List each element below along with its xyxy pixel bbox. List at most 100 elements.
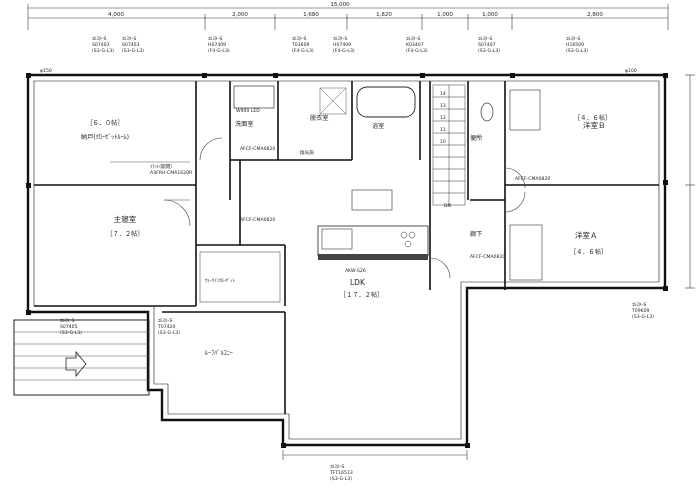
room-label-washroom: 洗面室 [235, 120, 254, 128]
svg-text:ｴﾙｽﾀｰS: ｴﾙｽﾀｰS [566, 36, 580, 42]
svg-text:(F4-G-L3): (F4-G-L3) [292, 48, 314, 54]
window-callout-w8: ｴﾙｽﾀｰS H16509 (S3-G-L3) [566, 36, 588, 54]
column-markers [26, 73, 668, 448]
dimension-seg-2: 2,000 [232, 12, 248, 18]
svg-text:(F4-G-L3): (F4-G-L3) [333, 48, 355, 54]
window-callout-w2: ｴﾙｽﾀｰS S07403 (S3-G-L3) [122, 36, 144, 54]
kitchen-sink [321, 228, 353, 250]
svg-text:S07403: S07403 [92, 42, 110, 48]
svg-text:H07409: H07409 [333, 42, 351, 48]
closet-a [509, 224, 543, 281]
door-label-1: AFCF-CMA0820 [240, 146, 275, 152]
bathtub [356, 86, 416, 118]
bottom-dimensions [282, 450, 468, 460]
window-callout-w7: ｴﾙｽﾀｰS S07407 (S3-G-L3) [478, 36, 500, 54]
top-dimensions [27, 4, 669, 30]
closet-b [509, 89, 541, 131]
svg-text:(F4-G-L3): (F4-G-L3) [208, 48, 230, 54]
room-label-master-bedroom: 主寝室 [114, 214, 137, 224]
door-swing-master [163, 199, 191, 227]
svg-text:(S3-G-L3): (S3-G-L3) [330, 476, 352, 482]
svg-text:ｴﾙｽﾀｰS: ｴﾙｽﾀｰS [158, 318, 172, 324]
walk-in-closet-area [199, 251, 281, 303]
cooktop-icon [400, 231, 416, 248]
svg-text:T09609: T09609 [631, 308, 649, 314]
svg-text:ｴﾙｽﾀｰS: ｴﾙｽﾀｰS [92, 36, 106, 42]
door-label-5: ﾌﾗｯﾄ(開閉) [150, 164, 172, 170]
svg-text:(F4-G-L3): (F4-G-L3) [406, 48, 428, 54]
duct-diameter-1: φ150 [40, 68, 52, 74]
dimension-seg-4: 1,820 [376, 12, 392, 18]
stair-step-13: 13 [440, 103, 446, 109]
svg-text:S07403: S07403 [122, 42, 140, 48]
toilet-fixture [480, 102, 494, 122]
room-label-western-a: 洋室Ａ [575, 230, 598, 240]
room-label-hallway: 廊下 [470, 230, 482, 238]
svg-text:ｴﾙｽﾀｰS: ｴﾙｽﾀｰS [333, 36, 347, 42]
svg-text:(S3-G-L3): (S3-G-L3) [60, 330, 82, 336]
window-callout-w1: ｴﾙｽﾀｰS S07403 (S3-G-L3) [92, 36, 114, 54]
window-callout-w6: ｴﾙｽﾀｰS K03407 (F4-G-L3) [406, 36, 428, 54]
door-label-4: AFCF-CMA0820 [515, 176, 550, 182]
window-callout-w5: ｴﾙｽﾀｰS H07409 (F4-G-L3) [333, 36, 355, 54]
right-dimensions [685, 74, 695, 289]
room-label-walk-in-closet: ｳｫｰｸｲﾝｸﾛｰｾﾞｯﾄ [205, 277, 235, 284]
svg-text:(S3-G-L3): (S3-G-L3) [158, 330, 180, 336]
window-callout-w11: ｴﾙｽﾀｰS T09609 (S3-G-L3) [631, 302, 654, 320]
room-label-roof-balcony: ﾙｰﾌﾊﾞﾙｺﾆｰ [205, 350, 233, 357]
room-label-storage: 納戸(ｸﾛｰｾﾞｯﾄﾙｰﾑ) [81, 133, 129, 141]
svg-text:TFT16513: TFT16513 [329, 470, 353, 476]
door-swings [199, 137, 526, 279]
room-size-ldk: ［１７．２帖］ [340, 291, 383, 299]
room-size-western-b: ［４．６帖］ [574, 114, 611, 122]
room-size-bedroom-top: ［６．０帖］ [86, 119, 123, 127]
stair-step-10: 10 [440, 139, 446, 145]
total-dimension: 15,000 [330, 2, 350, 8]
svg-text:(S3-G-L3): (S3-G-L3) [632, 314, 654, 320]
arrow-right-icon [65, 350, 87, 378]
window-callout-w10: ｴﾙｽﾀｰS T07420 (S3-G-L3) [157, 318, 180, 336]
room-label-toilet: 便所 [470, 134, 482, 142]
stair-step-12: 12 [440, 115, 446, 121]
svg-text:ｴﾙｽﾀｰS: ｴﾙｽﾀｰS [478, 36, 492, 42]
stair-dn-label: DN [444, 203, 451, 209]
door-label-6: A3FRH-CMA1620R [150, 170, 193, 176]
kitchen-model: AKW-S26 [345, 268, 366, 274]
window-callout-w9: ｴﾙｽﾀｰS S07405 (S3-G-L3) [60, 318, 82, 336]
window-callout-w12: ｴﾙｽﾀｰS TFT16513 (S3-G-L3) [329, 464, 353, 482]
dimension-seg-7: 2,800 [587, 12, 603, 18]
room-label-bath: 浴室 [372, 122, 384, 130]
stair-step-11: 11 [440, 127, 446, 133]
range-hood [351, 189, 393, 211]
svg-text:(S3-G-L3): (S3-G-L3) [122, 48, 144, 54]
svg-text:S07407: S07407 [478, 42, 496, 48]
room-size-master-bedroom: ［７．２帖］ [106, 230, 143, 238]
dimension-seg-1: 4,000 [108, 12, 124, 18]
roof-balcony-deck [13, 319, 150, 396]
window-callout-w3: ｴﾙｽﾀｰS H07409 (F4-G-L3) [208, 36, 230, 54]
svg-text:ｴﾙｽﾀｰS: ｴﾙｽﾀｰS [632, 302, 646, 308]
kitchen-counter [317, 225, 429, 257]
svg-text:ｴﾙｽﾀｰS: ｴﾙｽﾀｰS [406, 36, 420, 42]
svg-text:(S3-G-L3): (S3-G-L3) [566, 48, 588, 54]
dimension-seg-3: 1,680 [303, 12, 319, 18]
room-label-dressing: 脱衣室 [310, 114, 329, 122]
window-callout-w4: ｴﾙｽﾀｰS T03609 (F4-G-L3) [291, 36, 314, 54]
svg-text:H16509: H16509 [566, 42, 584, 48]
svg-text:ｴﾙｽﾀｰS: ｴﾙｽﾀｰS [122, 36, 136, 42]
vanity-unit [233, 85, 275, 109]
dimension-seg-5: 1,000 [437, 12, 453, 18]
vent-label: 換気扇 [300, 149, 314, 156]
kitchen-counter-edge [318, 254, 428, 260]
room-size-western-a: ［４．６帖］ [570, 248, 607, 256]
room-label-western-b: 洋室Ｂ [583, 120, 606, 130]
svg-text:K03407: K03407 [406, 42, 424, 48]
room-label-ldk: LDK [350, 278, 366, 287]
dimension-seg-6: 1,000 [482, 12, 498, 18]
interior-walls [34, 81, 659, 414]
svg-text:(S3-G-L3): (S3-G-L3) [92, 48, 114, 54]
svg-text:T03609: T03609 [291, 42, 309, 48]
svg-text:S07405: S07405 [60, 324, 78, 330]
stair-step-14: 14 [440, 91, 446, 97]
